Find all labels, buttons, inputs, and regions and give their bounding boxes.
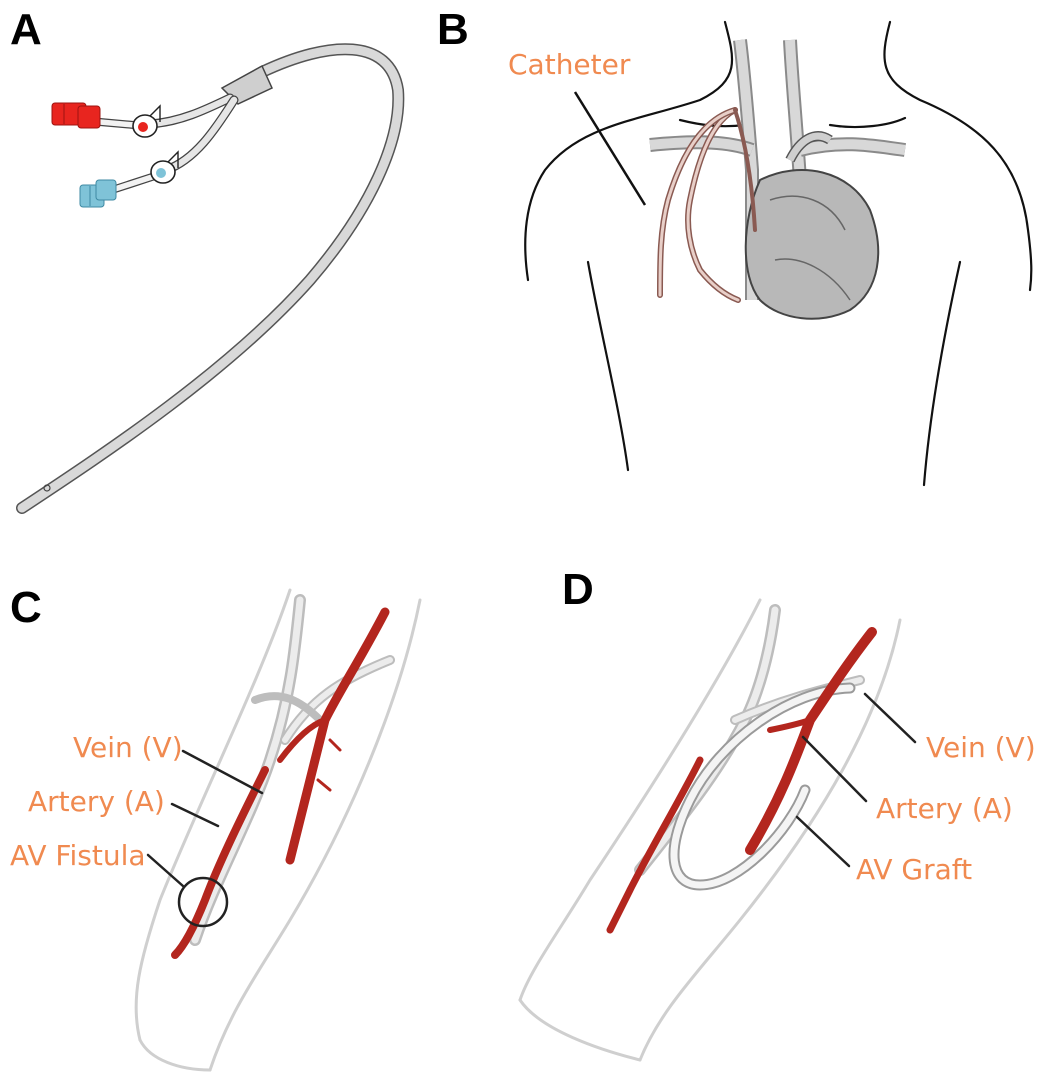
av-graft-loop	[674, 688, 850, 885]
vein-label-d: Vein (V)	[926, 734, 1036, 762]
forearm-d-arteries	[610, 632, 872, 930]
artery-label-d: Artery (A)	[876, 795, 1013, 823]
graft-label: AV Graft	[856, 856, 972, 884]
